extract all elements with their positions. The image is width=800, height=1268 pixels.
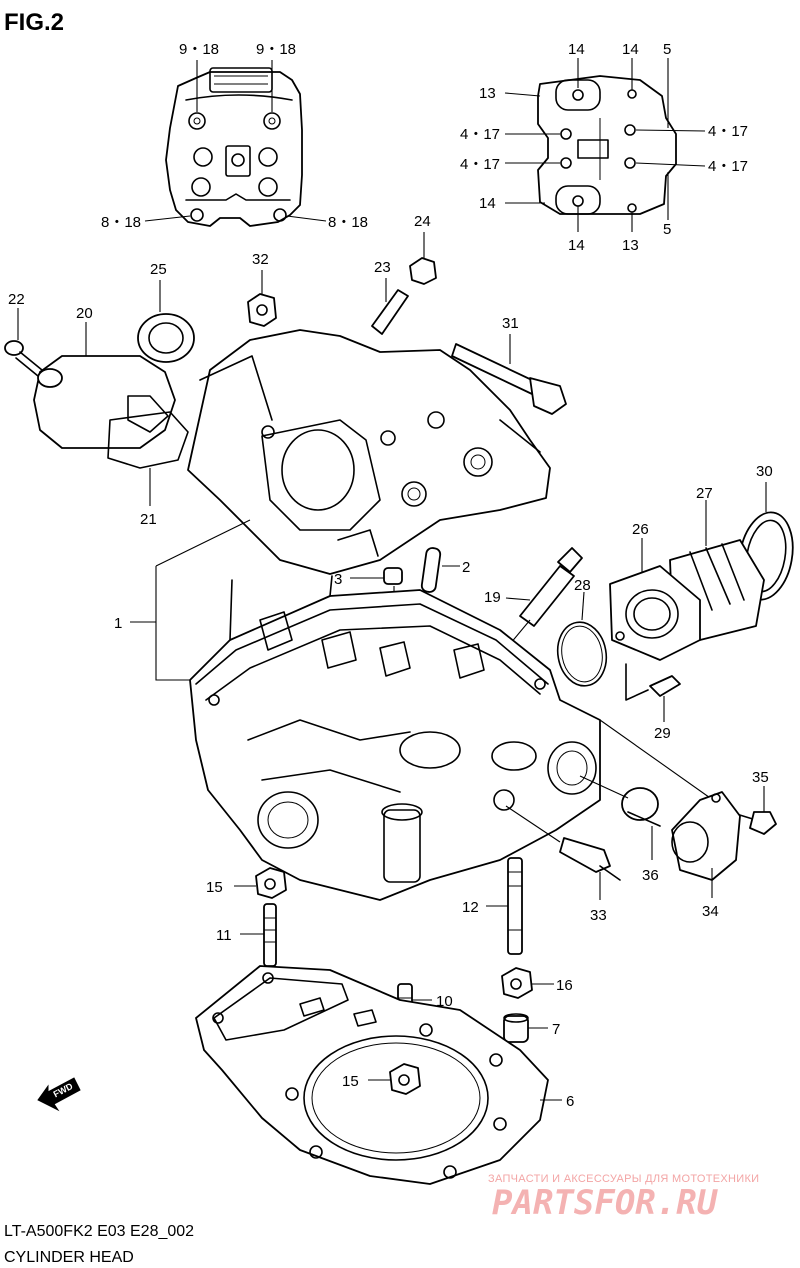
part-15-nut-lower bbox=[368, 1063, 421, 1095]
part-1-cylinder-head bbox=[189, 575, 601, 901]
part-6-head-gasket bbox=[195, 965, 562, 1185]
callout-9-18-right: 9・18 bbox=[256, 41, 296, 58]
part-20-cover bbox=[33, 322, 176, 449]
callout-27: 27 bbox=[696, 485, 713, 502]
callout-15-upper: 15 bbox=[206, 879, 223, 896]
callout-32: 32 bbox=[252, 251, 269, 268]
part-36-thermostat bbox=[579, 775, 661, 860]
callout-10: 10 bbox=[436, 993, 453, 1010]
part-24-nut bbox=[409, 232, 437, 285]
part-25-seal bbox=[137, 280, 195, 363]
callout-25: 25 bbox=[150, 261, 167, 278]
watermark-brand: PARTSFOR.RU bbox=[492, 1183, 719, 1223]
callout-14-c: 14 bbox=[479, 195, 496, 212]
callout-6: 6 bbox=[566, 1093, 574, 1110]
callout-1: 1 bbox=[114, 615, 122, 632]
callout-22: 22 bbox=[8, 291, 25, 308]
part-21-gasket bbox=[107, 411, 189, 506]
callout-23: 23 bbox=[374, 259, 391, 276]
callout-13-top: 13 bbox=[479, 85, 496, 102]
fwd-arrow-icon: FWD bbox=[37, 1077, 81, 1112]
part-28-o-ring bbox=[556, 591, 608, 687]
part-29-screw bbox=[625, 663, 681, 722]
callout-34: 34 bbox=[702, 903, 719, 920]
callout-4-17-rb: 4・17 bbox=[708, 158, 748, 175]
callout-28: 28 bbox=[574, 577, 591, 594]
watermark: ЗАПЧАСТИ И АКСЕССУАРЫ ДЛЯ МОТОТЕХНИКИ PA… bbox=[488, 1173, 759, 1223]
part-cam-holder-casting bbox=[187, 329, 551, 575]
callout-19: 19 bbox=[484, 589, 501, 606]
part-11-stud bbox=[240, 903, 277, 967]
section-title: CYLINDER HEAD bbox=[4, 1249, 134, 1266]
watermark-tagline: ЗАПЧАСТИ И АКСЕССУАРЫ ДЛЯ МОТОТЕХНИКИ bbox=[488, 1173, 759, 1185]
callout-36: 36 bbox=[642, 867, 659, 884]
model-code: LT-A500FK2 E03 E28_002 bbox=[4, 1223, 194, 1240]
callout-14-d: 14 bbox=[568, 237, 585, 254]
part-22-bolt bbox=[4, 308, 43, 377]
callout-1-bracket bbox=[130, 519, 251, 681]
part-32-nut bbox=[247, 270, 277, 327]
callout-35: 35 bbox=[752, 769, 769, 786]
callout-31: 31 bbox=[502, 315, 519, 332]
callout-33: 33 bbox=[590, 907, 607, 924]
callout-12: 12 bbox=[462, 899, 479, 916]
part-12-stud bbox=[486, 857, 523, 955]
part-3-dowel bbox=[350, 567, 403, 602]
callout-16: 16 bbox=[556, 977, 573, 994]
callout-4-17-rt: 4・17 bbox=[708, 123, 748, 140]
part-15-nut-upper bbox=[234, 867, 287, 899]
callout-13-bottom: 13 bbox=[622, 237, 639, 254]
callout-9-18-left: 9・18 bbox=[179, 41, 219, 58]
inset-head-top-view bbox=[144, 60, 327, 227]
callout-8-18-left: 8・18 bbox=[101, 214, 141, 231]
callout-2: 2 bbox=[462, 559, 470, 576]
part-33-temp-sensor bbox=[505, 805, 621, 900]
part-16-nut bbox=[501, 967, 554, 999]
callout-24: 24 bbox=[414, 213, 431, 230]
inset-cam-holder-view bbox=[504, 58, 706, 232]
callout-14-a: 14 bbox=[568, 41, 585, 58]
callout-26: 26 bbox=[632, 521, 649, 538]
callout-4-17-lb: 4・17 bbox=[460, 156, 500, 173]
callout-21: 21 bbox=[140, 511, 157, 528]
callout-14-b: 14 bbox=[622, 41, 639, 58]
callout-30: 30 bbox=[756, 463, 773, 480]
callout-5-bottom: 5 bbox=[663, 221, 671, 238]
callout-3: 3 bbox=[334, 571, 342, 588]
callout-20: 20 bbox=[76, 305, 93, 322]
callout-7: 7 bbox=[552, 1021, 560, 1038]
part-23-stud bbox=[371, 278, 409, 335]
callout-29: 29 bbox=[654, 725, 671, 742]
part-26-intake-flange bbox=[609, 538, 701, 661]
callout-5-top: 5 bbox=[663, 41, 671, 58]
callout-4-17-lt: 4・17 bbox=[460, 126, 500, 143]
callout-11: 11 bbox=[216, 927, 232, 944]
figure-label: FIG.2 bbox=[4, 9, 64, 36]
part-31-bolt bbox=[451, 334, 567, 415]
part-34-thermostat-cap bbox=[671, 791, 741, 898]
callout-15-lower: 15 bbox=[342, 1073, 359, 1090]
callout-8-18-right: 8・18 bbox=[328, 214, 368, 231]
part-7-dowel bbox=[503, 1013, 548, 1043]
